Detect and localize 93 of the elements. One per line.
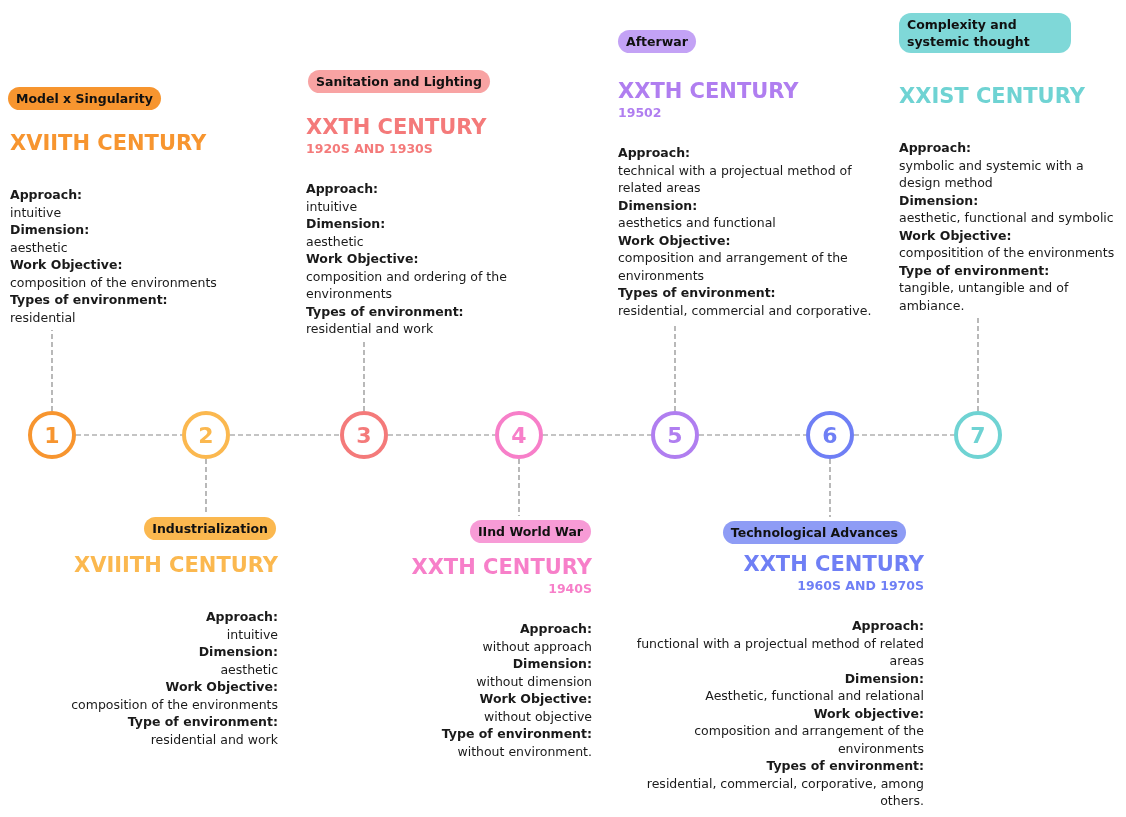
connector-line — [51, 329, 53, 412]
field-value: composition of the environments — [10, 273, 218, 291]
field-label: Type of environment: — [126, 713, 278, 731]
field-label: Approach: — [850, 617, 924, 635]
field-value: composition and arrangement of the environments — [693, 722, 924, 757]
field-label: Approach: — [306, 180, 380, 198]
field-value: tangible, untangible and of ambiance. — [899, 279, 1070, 314]
field-label: Work Objective: — [306, 250, 420, 268]
era-tag: Sanitation and Lighting — [308, 70, 490, 93]
field-label: Dimension: — [618, 196, 699, 214]
field-value: aesthetic — [306, 232, 365, 250]
field-label: Approach: — [618, 144, 692, 162]
field-value: intuitive — [225, 625, 278, 643]
field-label: Work Objective: — [164, 678, 278, 696]
connector-line — [363, 340, 365, 412]
field-label: Dimension: — [899, 191, 980, 209]
field-label: Approach: — [899, 139, 973, 157]
connector-line — [205, 458, 207, 514]
field-label: Types of environment: — [306, 302, 465, 320]
field-value: residential and work — [149, 730, 278, 748]
period-subtitle: 1960S AND 1970S — [796, 577, 924, 595]
field-value: without objective — [482, 707, 592, 725]
connector-line — [229, 434, 341, 436]
era-tag: IInd World War — [469, 520, 591, 543]
field-value: without approach — [481, 637, 592, 655]
era-tag: Industrialization — [144, 517, 276, 540]
field-value: without dimension — [475, 672, 592, 690]
era-tag: Complexity and systemic thought — [899, 13, 1071, 53]
field-value: aesthetic, functional and symbolic — [899, 209, 1115, 227]
connector-line — [387, 434, 496, 436]
field-value: residential, commercial and corporative. — [618, 301, 873, 319]
field-value: residential and work — [306, 320, 435, 338]
era-tag: Afterwar — [618, 30, 696, 53]
field-value: aesthetic — [219, 660, 278, 678]
number-circle: 2 — [182, 411, 230, 459]
connector-line — [977, 317, 979, 412]
period-subtitle: 1940S — [547, 580, 592, 598]
field-label: Dimension: — [10, 221, 91, 239]
field-value: intuitive — [10, 203, 63, 221]
field-value: functional with a projectual method of related areas — [635, 634, 924, 670]
century-heading: XXTH CENTURY — [306, 114, 488, 140]
field-label: Approach: — [10, 186, 84, 204]
number-circle: 7 — [954, 411, 1002, 459]
century-heading: XVIIITH CENTURY — [72, 552, 278, 578]
field-value: without environment. — [456, 742, 592, 760]
period-subtitle: 1920S AND 1930S — [306, 140, 434, 158]
field-label: Dimension: — [843, 669, 924, 687]
field-value: composition and arrangement of the environments — [618, 249, 849, 284]
field-label: Types of environment: — [618, 284, 777, 302]
connector-line — [853, 434, 955, 436]
field-value: composition of the environments — [70, 695, 278, 713]
field-value: compositition of the environments — [899, 244, 1116, 262]
field-value: technical with a projectual method of related areas — [618, 161, 853, 197]
connector-line — [829, 458, 831, 518]
field-label: Work Objective: — [10, 256, 124, 274]
field-label: Work Objective: — [899, 226, 1013, 244]
field-value: symbolic and systemic with a design method — [899, 156, 1085, 192]
field-value: intuitive — [306, 197, 359, 215]
field-label: Work objective: — [812, 704, 924, 722]
century-heading: XVIITH CENTURY — [10, 130, 208, 156]
number-circle: 6 — [806, 411, 854, 459]
century-heading: XXTH CENTURY — [742, 551, 924, 577]
century-heading: XXTH CENTURY — [618, 78, 800, 104]
century-heading: XXIST CENTURY — [899, 83, 1086, 109]
field-label: Type of environment: — [899, 261, 1051, 279]
connector-line — [542, 434, 652, 436]
number-circle: 3 — [340, 411, 388, 459]
number-circle: 4 — [495, 411, 543, 459]
connector-line — [518, 458, 520, 517]
field-label: Type of environment: — [440, 725, 592, 743]
field-value: composition and ordering of the environments — [306, 267, 508, 303]
field-label: Dimension: — [511, 655, 592, 673]
field-label: Types of environment: — [765, 757, 924, 775]
field-value: residential, commercial, corporative, among others. — [645, 774, 924, 810]
field-label: Approach: — [204, 608, 278, 626]
field-label: Work Objective: — [478, 690, 592, 708]
field-value: aesthetic — [10, 238, 69, 256]
connector-line — [75, 434, 183, 436]
era-tag: Model x Singularity — [8, 87, 161, 110]
field-label: Types of environment: — [10, 291, 169, 309]
field-value: residential — [10, 308, 77, 326]
number-circle: 5 — [651, 411, 699, 459]
field-value: Aesthetic, functional and relational — [704, 687, 924, 705]
number-circle: 1 — [28, 411, 76, 459]
era-tag: Technological Advances — [722, 521, 906, 544]
field-label: Work Objective: — [618, 231, 732, 249]
field-label: Approach: — [518, 620, 592, 638]
period-subtitle: 19502 — [618, 104, 663, 122]
field-label: Dimension: — [306, 215, 387, 233]
connector-line — [698, 434, 807, 436]
field-label: Dimension: — [197, 643, 278, 661]
field-value: aesthetics and functional — [618, 214, 777, 232]
century-heading: XXTH CENTURY — [410, 554, 592, 580]
